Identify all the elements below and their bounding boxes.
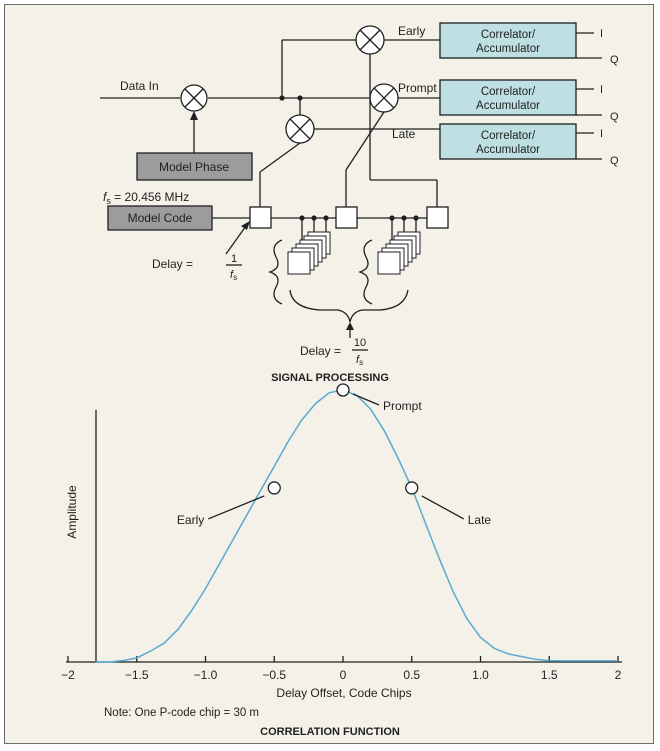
x-tick-label: −0.5: [262, 668, 286, 682]
code-to-late-line: [259, 142, 301, 173]
early-label: Early: [398, 24, 425, 38]
correlation-curve: [95, 389, 618, 663]
correlator-early: Correlator/ Accumulator: [439, 22, 577, 59]
output-i-label: I: [600, 84, 603, 96]
delay-register-1: [249, 206, 272, 229]
model-phase-box: [136, 152, 253, 181]
delay-stack-2: [377, 231, 421, 275]
marker-early: [267, 481, 281, 495]
marker-leader-line: [208, 495, 265, 520]
model-phase-label: Model Phase: [159, 160, 229, 174]
delay-register-2: [335, 206, 358, 229]
correlator-text-2: Accumulator: [476, 144, 540, 156]
delay-1-label: Delay = 1 fs: [152, 221, 250, 282]
delay-register-3: [426, 206, 449, 229]
correlator-prompt: Correlator/ Accumulator: [439, 79, 577, 116]
sample-rate-label: fs = 20.456 MHz: [103, 190, 189, 206]
delay-10-denominator: fs: [356, 354, 363, 367]
x-tick-label: −2: [61, 668, 75, 682]
delay-stack-1: [287, 231, 331, 275]
iq-outputs: I Q I Q I Q: [576, 28, 619, 167]
correlator-text-2: Accumulator: [476, 43, 540, 55]
signal-processing-diagram: Data In Model Phase: [100, 22, 619, 384]
chart-note: Note: One P-code chip = 30 m: [104, 707, 259, 719]
output-q-label: Q: [610, 155, 619, 167]
model-code-box: [107, 205, 213, 231]
output-q-label: Q: [610, 111, 619, 123]
code-to-prompt-line: [345, 111, 385, 171]
late-mixer: [285, 114, 315, 144]
phase-mixer: [180, 84, 208, 112]
delay-10-prefix: Delay =: [300, 344, 341, 358]
prompt-label: Prompt: [398, 81, 437, 95]
prompt-mixer: [369, 83, 399, 113]
output-i-label: I: [600, 128, 603, 140]
marker-leader-line: [421, 495, 465, 520]
delay-1-denominator: fs: [230, 269, 237, 282]
x-tick-label: 0: [340, 668, 347, 682]
correlator-text-2: Accumulator: [476, 100, 540, 112]
model-code-label: Model Code: [128, 211, 193, 225]
x-tick-label: −1.0: [194, 668, 218, 682]
x-tick-label: 1.5: [541, 668, 558, 682]
correlator-text-1: Correlator/: [481, 130, 536, 142]
chart-title: CORRELATION FUNCTION: [260, 726, 400, 738]
brace-1: [267, 239, 283, 305]
brace-2: [357, 239, 373, 305]
delay-10-numerator: 10: [354, 337, 366, 349]
arrowhead: [190, 111, 198, 120]
delay-1-prefix: Delay =: [152, 257, 193, 271]
correlator-text-1: Correlator/: [481, 86, 536, 98]
correlator-late: Correlator/ Accumulator: [439, 123, 577, 160]
marker-prompt: [336, 383, 350, 397]
marker-label-prompt: Prompt: [383, 399, 422, 413]
marker-label-early: Early: [177, 513, 204, 527]
correlation-chart: −2 −1.5 −1.0 −0.5 0 0.5 1.0 1.5 2 Early PromptLat…: [61, 383, 622, 738]
bottom-brace: [289, 289, 409, 323]
delay-10-label: Delay = 10 fs: [300, 322, 368, 367]
x-tick-label: 2: [615, 668, 622, 682]
correlator-text-1: Correlator/: [481, 29, 536, 41]
output-q-label: Q: [610, 54, 619, 66]
x-tick-label: 1.0: [472, 668, 489, 682]
early-mixer: [355, 25, 385, 55]
x-axis-label: Delay Offset, Code Chips: [276, 686, 411, 700]
x-tick-label: 0.5: [403, 668, 420, 682]
marker-label-late: Late: [468, 513, 492, 527]
output-i-label: I: [600, 28, 603, 40]
signal-processing-title: SIGNAL PROCESSING: [271, 372, 389, 384]
late-label: Late: [392, 127, 416, 141]
x-ticks: −2 −1.5 −1.0 −0.5 0 0.5 1.0 1.5 2: [61, 656, 622, 682]
y-axis-label: Amplitude: [65, 485, 79, 539]
marker-leader-line: [352, 393, 380, 406]
data-in-label: Data In: [120, 79, 159, 93]
x-tick-label: −1.5: [125, 668, 149, 682]
marker-late: [405, 481, 419, 495]
delay-1-numerator: 1: [231, 253, 237, 265]
